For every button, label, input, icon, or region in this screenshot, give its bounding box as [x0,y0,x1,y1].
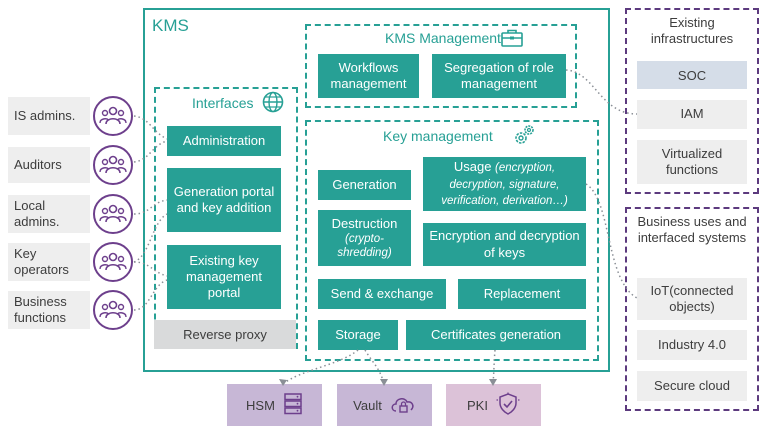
segregation-role-box: Segregation of role management [432,54,566,98]
send-exchange-box: Send & exchange [318,279,446,309]
pki-label: PKI [467,397,488,413]
iam-box: IAM [637,100,747,129]
vault-box: Vault [337,384,432,426]
actor-label-local-admins: Local admins. [8,195,90,233]
users-group-icon [93,96,133,136]
vault-label: Vault [353,397,382,413]
key-management-title: Key management [383,128,493,144]
secure-cloud-box: Secure cloud [637,371,747,401]
generation-box: Generation [318,170,411,200]
users-group-icon [93,242,133,282]
storage-box: Storage [318,320,398,350]
kms-management-title: KMS Management [385,30,501,46]
iot-box: IoT(connected objects) [637,278,747,320]
destruction-label: Destruction [331,215,398,231]
virtualized-functions-box: Virtualized functions [637,140,747,184]
existing-portal-box: Existing key management portal [167,245,281,309]
usage-box: Usage (encryption, decryption, signature… [423,157,586,211]
actor-label-is-admins: IS admins. [8,97,90,135]
kms-management-group [305,24,577,108]
interfaces-title: Interfaces [192,95,254,111]
existing-infrastructures-title: Existing infrastructures [650,15,734,47]
usage-label: Usage [453,159,492,175]
actor-label-key-operators: Key operators [8,243,90,281]
users-group-icon [93,194,133,234]
certificates-generation-box: Certificates generation [406,320,586,350]
generation-portal-box: Generation portal and key addition [167,168,281,232]
actor-label-business-functions: Business functions [8,291,90,329]
shield-check-icon [496,392,520,419]
replacement-box: Replacement [458,279,586,309]
encryption-keys-box: Encryption and decryption of keys [423,223,586,266]
business-uses-group [625,207,759,411]
workflows-management-box: Workflows management [318,54,419,98]
destruction-box: Destruction (crypto-shredding) [318,210,411,266]
pki-box: PKI [446,384,541,426]
reverse-proxy-box: Reverse proxy [154,320,296,349]
kms-title: KMS [152,16,189,35]
gears-icon [513,124,535,146]
hsm-box: HSM [227,384,322,426]
globe-icon [262,91,284,113]
users-group-icon [93,145,133,185]
industry-box: Industry 4.0 [637,330,747,360]
server-rack-icon [283,392,303,418]
soc-box: SOC [637,61,747,89]
usage-detail: (encryption, decryption, signature, veri… [441,162,568,208]
toolbox-icon [501,29,523,47]
users-group-icon [93,290,133,330]
administration-box: Administration [167,126,281,156]
actor-label-auditors: Auditors [8,147,90,183]
cloud-lock-icon [390,394,416,417]
business-uses-title: Business uses and interfaced systems [637,214,747,246]
destruction-detail: (crypto-shredding) [337,232,392,260]
hsm-label: HSM [246,397,275,413]
